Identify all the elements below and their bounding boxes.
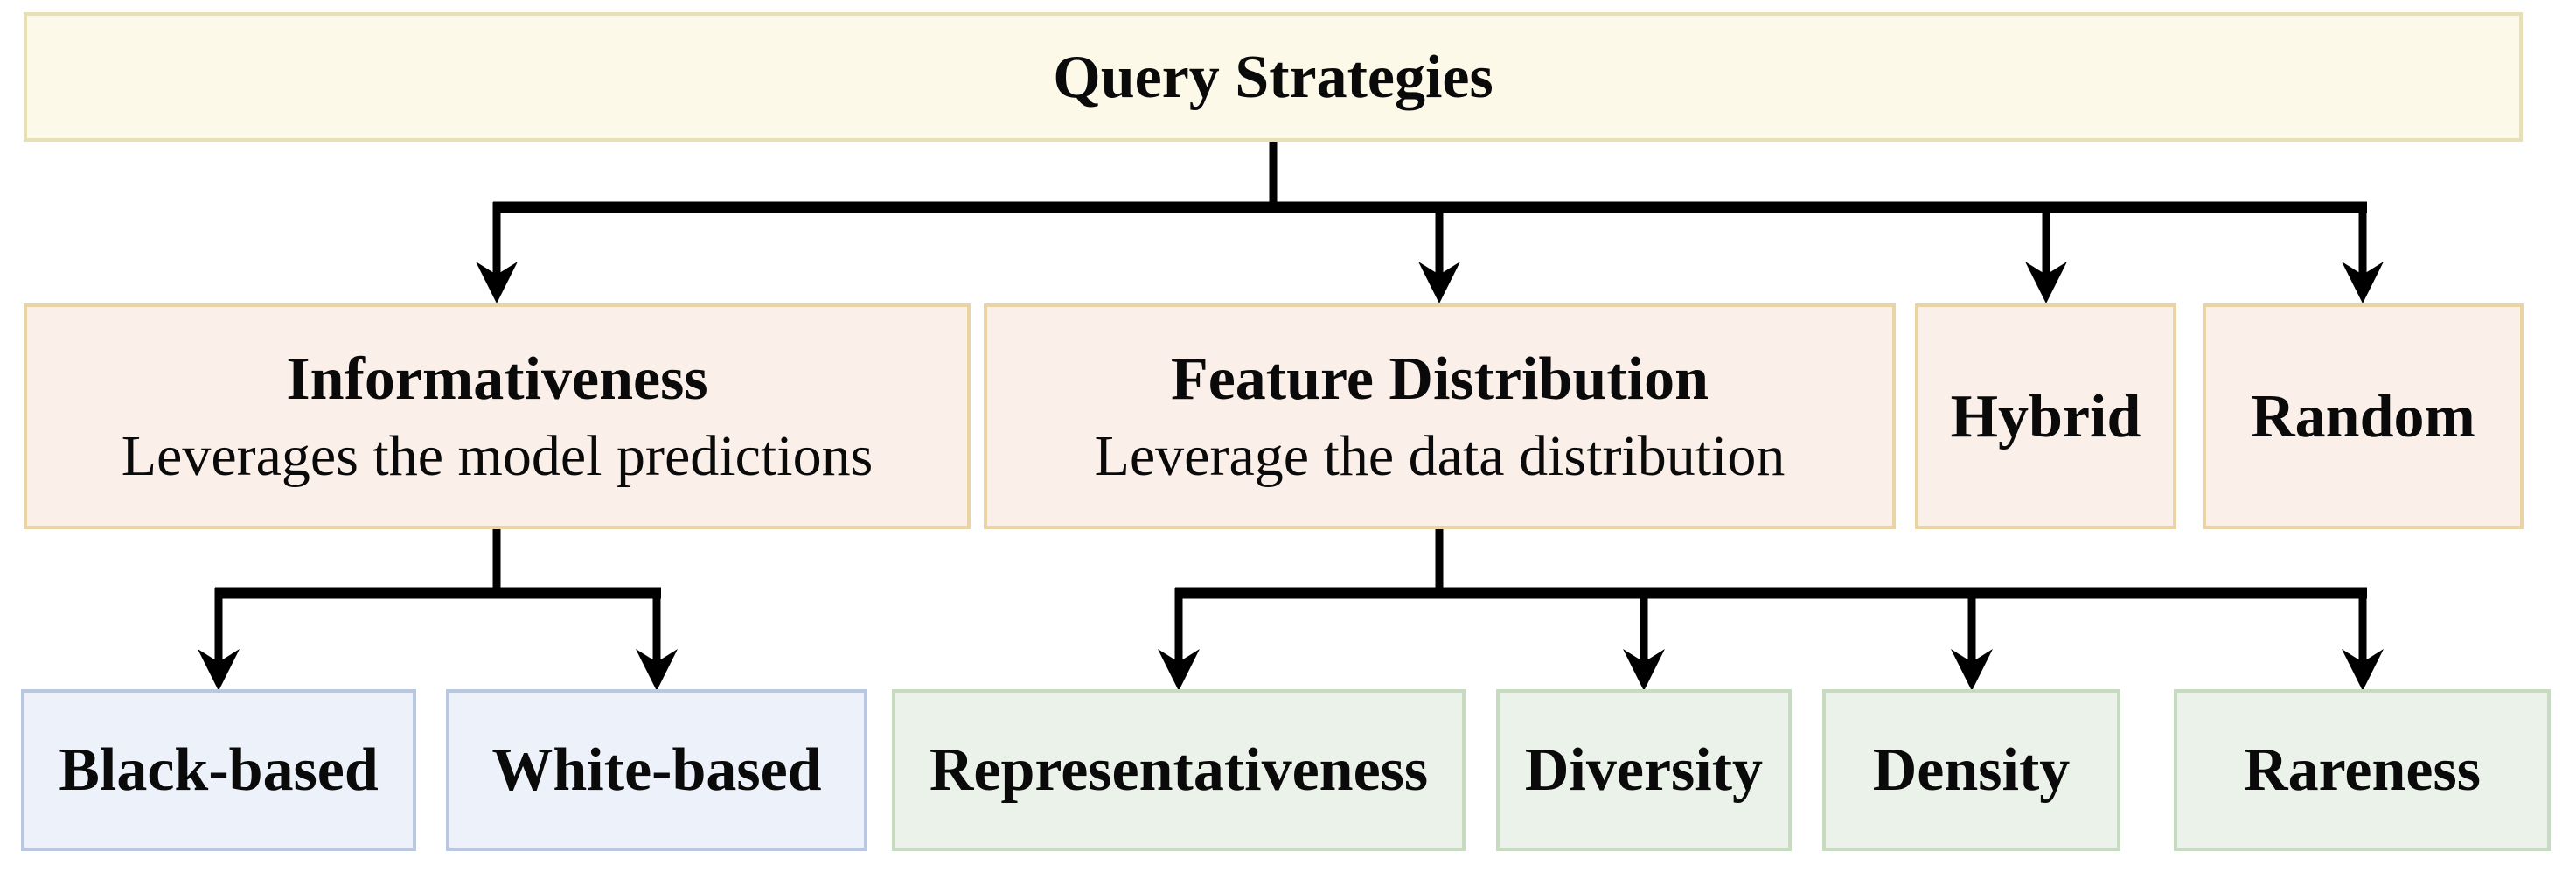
node-label: Density bbox=[1872, 736, 2071, 804]
arrow-down-icon bbox=[2342, 649, 2384, 691]
node-feature-distribution: Feature Distribution Leverage the data d… bbox=[984, 303, 1896, 529]
node-title: Hybrid bbox=[1950, 382, 2141, 450]
node-query-strategies: Query Strategies bbox=[24, 12, 2523, 142]
node-title: Random bbox=[2251, 382, 2475, 450]
arrow-down-icon bbox=[636, 649, 678, 691]
arrow-down-icon bbox=[1623, 649, 1665, 691]
node-label: White-based bbox=[491, 736, 822, 804]
feature-distribution-connector bbox=[1158, 527, 2384, 691]
node-subtitle: Leverages the model predictions bbox=[121, 423, 874, 488]
node-density: Density bbox=[1822, 689, 2120, 851]
arrow-down-icon bbox=[1951, 649, 1993, 691]
level1-connector bbox=[476, 140, 2384, 303]
node-informativeness: Informativeness Leverages the model pred… bbox=[24, 303, 971, 529]
arrow-down-icon bbox=[476, 262, 518, 303]
node-representativeness: Representativeness bbox=[892, 689, 1466, 851]
arrow-down-icon bbox=[1158, 649, 1200, 691]
node-hybrid: Hybrid bbox=[1915, 303, 2176, 529]
node-label: Query Strategies bbox=[1053, 43, 1493, 111]
node-title: Informativeness bbox=[286, 345, 708, 413]
arrow-down-icon bbox=[1418, 262, 1460, 303]
node-rareness: Rareness bbox=[2174, 689, 2551, 851]
node-label: Diversity bbox=[1524, 736, 1764, 804]
arrow-down-icon bbox=[2025, 262, 2067, 303]
arrow-down-icon bbox=[2342, 262, 2384, 303]
node-random: Random bbox=[2203, 303, 2524, 529]
node-black-based: Black-based bbox=[21, 689, 416, 851]
node-white-based: White-based bbox=[446, 689, 867, 851]
node-label: Rareness bbox=[2244, 736, 2481, 804]
node-diversity: Diversity bbox=[1496, 689, 1792, 851]
node-label: Representativeness bbox=[929, 736, 1429, 804]
node-subtitle: Leverage the data distribution bbox=[1094, 423, 1786, 488]
informativeness-connector bbox=[198, 527, 678, 691]
node-title: Feature Distribution bbox=[1170, 345, 1709, 413]
arrow-down-icon bbox=[198, 649, 240, 691]
node-label: Black-based bbox=[59, 736, 379, 804]
